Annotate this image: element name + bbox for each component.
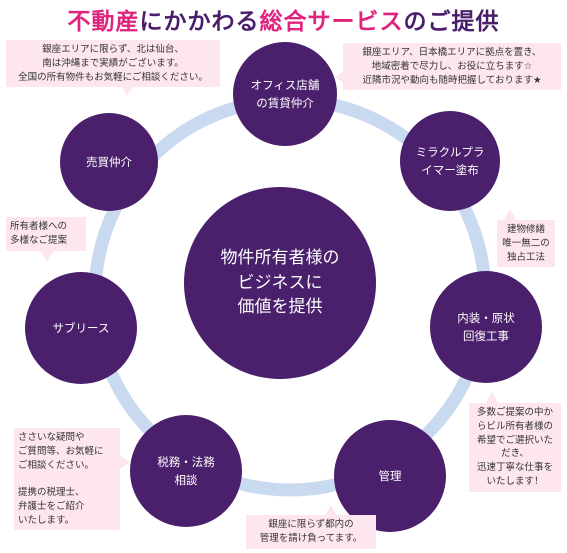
- note-sublease-tail: [40, 250, 54, 262]
- service-node-miracle[interactable]: ミラクルプラ イマー塗布: [400, 111, 500, 211]
- center-node: 物件所有者様の ビジネスに 価値を提供: [184, 187, 376, 379]
- title-part-4: のご提供: [403, 9, 500, 35]
- service-node-sublease[interactable]: サブリース: [25, 272, 137, 384]
- note-interior: 多数ご提案の中か らビル所有者様の 希望でご選択いた だき、 迅速丁寧な仕事を …: [469, 403, 561, 492]
- note-miracle-tail: [503, 209, 517, 221]
- title-part-2: にかかわる: [139, 9, 260, 35]
- note-miracle: 建物修繕 唯一無二の 独占工法: [497, 220, 555, 268]
- note-management: 銀座に限らず都内の 管理を請け負ってます。: [246, 515, 376, 549]
- note-interior-tail: [485, 392, 499, 404]
- page-title: 不動産にかかわる総合サービスのご提供: [0, 2, 567, 36]
- note-sales: 銀座エリアに限らず、北は仙台、 南は沖縄まで実績がございます。 全国の所有物件も…: [6, 40, 220, 88]
- note-sales-tail: [120, 84, 134, 96]
- title-part-3: 総合サービス: [259, 9, 404, 35]
- note-management-tail: [325, 505, 337, 516]
- note-tax-tail: [120, 455, 130, 469]
- service-node-sales[interactable]: 売買仲介: [60, 113, 158, 211]
- service-node-interior[interactable]: 内装・原状 回復工事: [430, 271, 542, 383]
- note-office: 銀座エリア、日本橋エリアに拠点を置き、 地域密着で尽力し、お役に立ちます☆ 近隣…: [343, 43, 561, 91]
- service-node-office[interactable]: オフィス店舗 の賃貸仲介: [233, 42, 337, 146]
- note-tax: ささいな疑問や ご質問等、お気軽に ご相談ください。 提携の税理士、 弁護士をご…: [14, 428, 120, 531]
- title-part-1: 不動産: [67, 9, 140, 35]
- note-office-tail: [335, 70, 345, 84]
- note-sublease: 所有者様への 多様なご提案: [6, 217, 86, 251]
- service-node-tax[interactable]: 税務・法務 相談: [130, 415, 242, 527]
- service-node-management[interactable]: 管理: [334, 420, 446, 532]
